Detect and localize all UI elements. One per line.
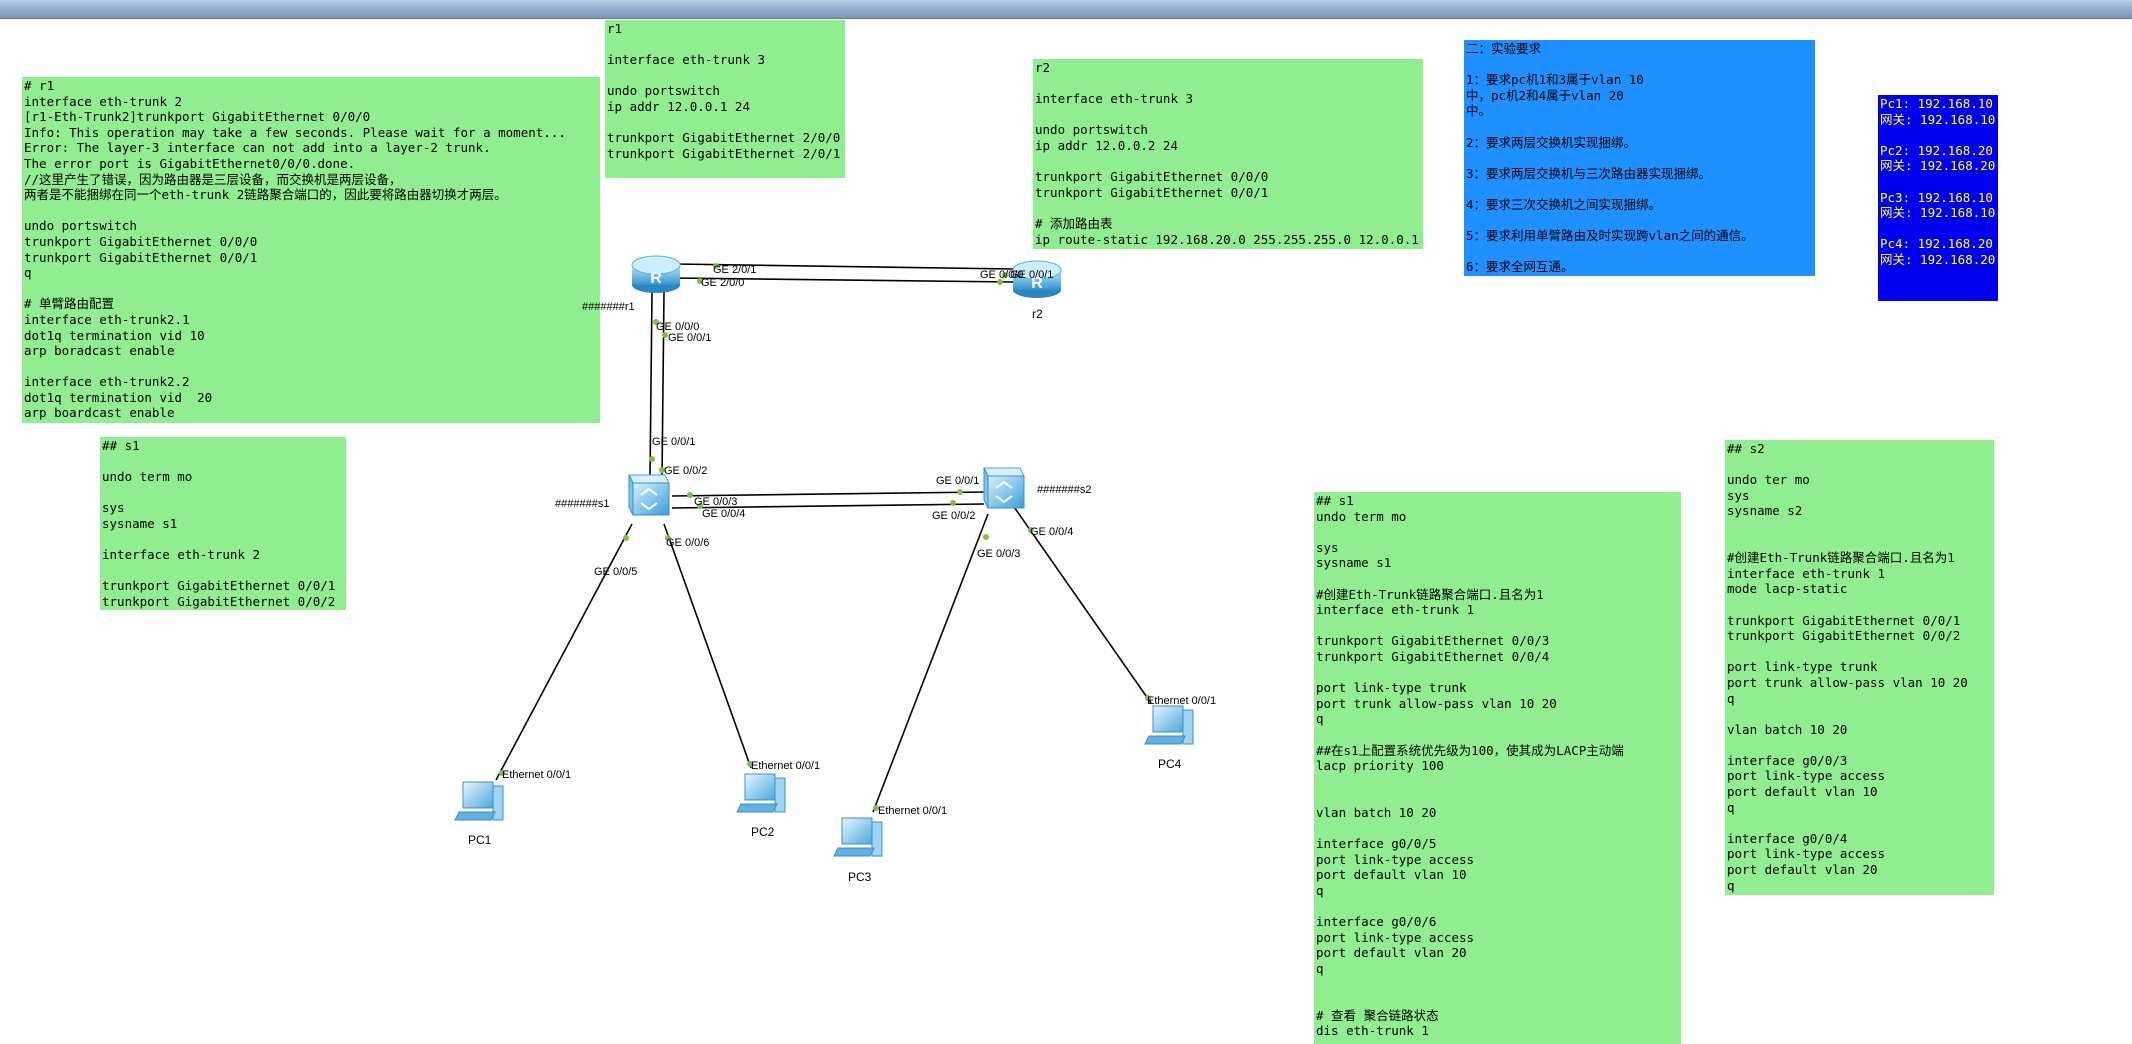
- pc-ip-note[interactable]: Pc1: 192.168.10 网关: 192.168.10 Pc2: 192.…: [1878, 95, 1998, 301]
- link-r1-r2-b[interactable]: [674, 277, 1014, 283]
- r1-trunk3-note[interactable]: r1 interface eth-trunk 3 undo portswitch…: [605, 20, 845, 178]
- pc-pc4[interactable]: [1144, 705, 1194, 745]
- port-label: GE 0/0/2: [932, 510, 975, 522]
- r1-config-note[interactable]: # r1 interface eth-trunk 2 [r1-Eth-Trunk…: [22, 77, 600, 423]
- port-label: GE 2/0/1: [713, 264, 756, 276]
- port-label: Ethernet 0/0/1: [878, 805, 947, 817]
- r2-name-label: r2: [1032, 307, 1043, 321]
- r2-config-note[interactable]: r2 interface eth-trunk 3 undo portswitch…: [1033, 59, 1423, 249]
- router-icon: R: [631, 255, 681, 293]
- port-label: GE 0/0/0: [980, 269, 1023, 281]
- port-label: GE 0/0/1: [936, 475, 979, 487]
- port-label: GE 2/0/0: [701, 277, 744, 289]
- s2-tag-label: #######s2: [1037, 484, 1091, 496]
- pc-pc2[interactable]: [736, 773, 786, 813]
- switch-icon: [628, 474, 670, 516]
- link-s2-pc3[interactable]: [872, 513, 989, 813]
- port-label: GE 0/0/1: [668, 332, 711, 344]
- link-s2-pc4[interactable]: [1011, 503, 1152, 704]
- port-label: GE 0/0/1: [652, 436, 695, 448]
- pc-icon: [736, 773, 786, 813]
- link-s1-s2-a[interactable]: [671, 491, 985, 497]
- port-label: GE 0/0/0: [656, 321, 699, 333]
- router-icon: R: [1012, 260, 1062, 298]
- port-label: Ethernet 0/0/1: [1147, 695, 1216, 707]
- switch-s2[interactable]: [983, 467, 1025, 509]
- switch-s1[interactable]: [628, 474, 670, 516]
- svg-text:R: R: [1031, 275, 1043, 292]
- router-r1[interactable]: R: [631, 255, 681, 293]
- window-title-bar: [0, 0, 2132, 19]
- pc-pc3[interactable]: [833, 817, 883, 857]
- pc3-name-label: PC3: [848, 870, 872, 884]
- s2-config-note[interactable]: ## s2 undo ter mo sys sysname s2 #创建Eth-…: [1725, 440, 1994, 895]
- link-r1-s1-b[interactable]: [661, 291, 665, 479]
- port-label: GE 0/0/6: [666, 537, 709, 549]
- port-label: GE 0/0/1: [1010, 269, 1053, 281]
- port-label: Ethernet 0/0/1: [751, 760, 820, 772]
- link-s1-s2-b[interactable]: [671, 503, 985, 509]
- s1-tag-label: #######s1: [555, 498, 609, 510]
- pc2-name-label: PC2: [751, 825, 775, 839]
- link-s1-pc1[interactable]: [495, 523, 633, 781]
- links: [495, 263, 1152, 813]
- port-label: GE 0/0/4: [702, 508, 745, 520]
- router-r2[interactable]: R: [1012, 260, 1062, 298]
- s1-small-note[interactable]: ## s1 undo term mo sys sysname s1 interf…: [100, 437, 346, 610]
- pc-icon: [454, 781, 504, 821]
- pc-pc1[interactable]: [454, 781, 504, 821]
- port-label: Ethernet 0/0/1: [502, 769, 571, 781]
- port-label: GE 0/0/3: [977, 548, 1020, 560]
- port-label: GE 0/0/3: [694, 496, 737, 508]
- s1-config-note[interactable]: ## s1 undo term mo sys sysname s1 #创建Eth…: [1314, 492, 1681, 1044]
- pc1-name-label: PC1: [468, 833, 492, 847]
- pc-icon: [1144, 705, 1194, 745]
- requirements-note[interactable]: 二：实验要求 1：要求pc机1和3属于vlan 10 中，pc机2和4属于vla…: [1464, 40, 1815, 276]
- port-label: GE 0/0/5: [594, 566, 637, 578]
- switch-icon: [983, 467, 1025, 509]
- link-r1-s1-a[interactable]: [649, 291, 653, 479]
- pc-icon: [833, 817, 883, 857]
- link-r1-r2-a[interactable]: [674, 263, 1014, 270]
- r1-tag-label: #######r1: [582, 301, 635, 313]
- pc4-name-label: PC4: [1158, 757, 1182, 771]
- svg-text:R: R: [650, 270, 662, 287]
- link-s1-pc2[interactable]: [663, 523, 752, 769]
- port-label: GE 0/0/2: [664, 465, 707, 477]
- port-label: GE 0/0/4: [1030, 526, 1073, 538]
- port-dots: [499, 263, 1151, 811]
